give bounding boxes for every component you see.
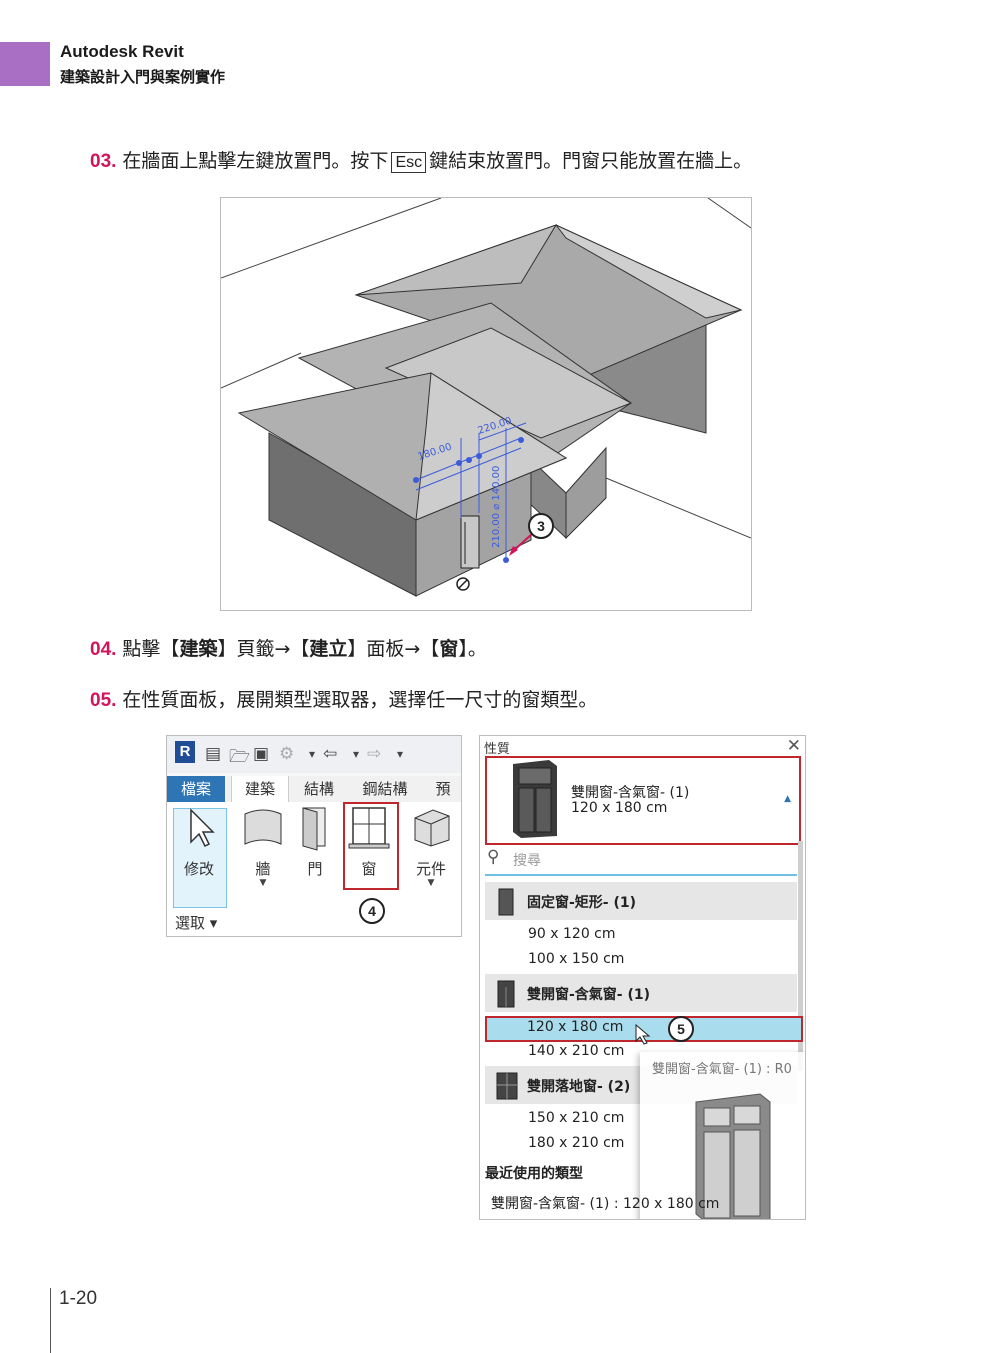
component-icon (414, 809, 450, 847)
tab-architecture[interactable]: 建築 (231, 776, 289, 802)
dropdown-caret-icon[interactable]: ▾ (309, 747, 316, 761)
wall-label: 牆 (255, 860, 271, 878)
door-icon (302, 807, 326, 851)
type-option[interactable]: 90 x 120 cm (528, 926, 616, 942)
cursor-arrow-icon (190, 808, 215, 848)
tab-structure[interactable]: 結構 (303, 780, 334, 798)
fixed-window-icon (498, 888, 514, 916)
dimension-label-height: 210.00 ⌀ 140.00 (491, 466, 502, 548)
family-name: 雙開落地窗- (2) (527, 1079, 631, 1095)
step-05: 05.在性質面板，展開類型選取器，選擇任一尺寸的窗類型。 (90, 685, 597, 712)
modify-label: 修改 (183, 860, 214, 878)
type-selector[interactable]: 雙開窗-含氣窗- (1) 120 x 180 cm ▲ (485, 756, 801, 845)
family-header: 雙開窗-含氣窗- (1) (485, 974, 797, 1012)
properties-palette: 性質 ✕ 雙開窗-含氣窗- (1) 120 x 180 cm ▲ ⚲ 搜尋 固定… (479, 735, 806, 1220)
window-icon (348, 807, 390, 849)
callout-5: 5 (668, 1016, 694, 1042)
redo-icon[interactable]: ⇨ (367, 744, 382, 764)
house-3d-view: 180.00 220.00 210.00 ⌀ 140.00 3 (220, 197, 752, 611)
type-preview-tooltip: 雙開窗-含氣窗- (1) : R0 (640, 1052, 805, 1219)
current-type-size: 120 x 180 cm (571, 800, 668, 816)
window-preview-icon (695, 1093, 771, 1219)
step-text: 在性質面板，展開類型選取器，選擇任一尺寸的窗類型。 (122, 689, 598, 711)
family-header: 固定窗-矩形- (1) (485, 882, 797, 920)
page-number: 1-20 (59, 1288, 98, 1309)
wall-icon (244, 809, 282, 845)
window-label: 窗 (361, 860, 377, 878)
dropdown-caret-icon[interactable]: ▾ (353, 747, 360, 761)
properties-title: 性質 (484, 742, 511, 757)
french-window-icon (496, 1072, 518, 1100)
dropdown-caret-icon: ▼ (259, 878, 267, 888)
type-search-field[interactable]: ⚲ 搜尋 (485, 846, 797, 876)
window-button[interactable]: 窗 (343, 802, 395, 892)
callout-4: 4 (359, 898, 385, 924)
tooltip-title: 雙開窗-含氣窗- (1) : R0 (652, 1062, 792, 1077)
undo-icon[interactable]: ⇦ (323, 744, 338, 764)
window-tool-ref: 窗 (439, 638, 459, 660)
quick-access-toolbar: R ▤ 🗁 ▣ ⚙ ▾ ⇦ ▾ ⇨ ▾ (167, 736, 461, 773)
tab-precast[interactable]: 預 (435, 780, 451, 798)
recent-type-option[interactable]: 雙開窗-含氣窗- (1) : 120 x 180 cm (491, 1196, 720, 1212)
collapse-arrow-icon[interactable]: ▲ (784, 794, 791, 804)
tab-file[interactable]: 檔案 (167, 776, 225, 802)
build-panel-ref: 建立 (309, 638, 348, 660)
book-title-chinese: 建築設計入門與案例實作 (60, 68, 226, 86)
step-text: 】。 (458, 638, 487, 660)
step-text: 在牆面上點擊左鍵放置門。按下 (122, 150, 389, 172)
info-center-icon[interactable]: ▤ (205, 744, 222, 764)
save-icon[interactable]: ▣ (253, 744, 270, 764)
scrollbar[interactable] (798, 841, 803, 1071)
step-number: 03. (90, 151, 117, 172)
sync-icon[interactable]: ⚙ (279, 744, 295, 764)
modify-button[interactable]: 修改 (173, 802, 225, 902)
book-title-english: Autodesk Revit (60, 42, 184, 61)
esc-key: Esc (391, 152, 427, 173)
recent-types-header: 最近使用的類型 (485, 1166, 583, 1182)
ribbon-tabs: 檔案 建築 結構 鋼結構 預 (167, 776, 461, 802)
step-number: 04. (90, 639, 117, 660)
door-label: 門 (307, 860, 323, 878)
tab-steel[interactable]: 鋼結構 (362, 780, 408, 798)
type-option[interactable]: 180 x 210 cm (528, 1135, 625, 1151)
chapter-color-tab (0, 42, 50, 86)
select-panel-dropdown[interactable]: 選取 ▾ (175, 914, 218, 932)
family-name: 固定窗-矩形- (1) (527, 895, 637, 911)
step-04: 04.點擊【建築】頁籤→【建立】面板→【窗】。 (90, 634, 487, 661)
component-button[interactable]: 元件 ▼ (403, 802, 459, 892)
open-folder-icon[interactable]: 🗁 (229, 747, 251, 767)
step-text: 】面板→【 (347, 638, 440, 660)
step-text: 鍵結束放置門。門窗只能放置在牆上。 (429, 150, 753, 172)
type-option[interactable]: 140 x 210 cm (528, 1043, 625, 1059)
casement-window-icon (497, 980, 515, 1008)
callout-3: 3 (537, 518, 545, 534)
door-button[interactable]: 門 (289, 802, 341, 892)
revit-ribbon: R ▤ 🗁 ▣ ⚙ ▾ ⇦ ▾ ⇨ ▾ 檔案 建築 結構 鋼結構 預 修改 牆 … (166, 735, 462, 937)
mouse-pointer-icon (635, 1023, 651, 1045)
component-label: 元件 (415, 860, 446, 878)
search-placeholder: 搜尋 (513, 853, 541, 869)
dropdown-caret-icon: ▼ (427, 878, 435, 888)
build-panel: 修改 牆 ▼ 門 窗 元件 ▼ 選取 ▾ 4 (167, 802, 461, 936)
architecture-tab-ref: 建築 (179, 638, 218, 660)
step-number: 05. (90, 690, 117, 711)
page-divider (50, 1288, 51, 1353)
dropdown-caret-icon[interactable]: ▾ (397, 747, 404, 761)
wall-button[interactable]: 牆 ▼ (237, 802, 289, 892)
revit-logo-button[interactable]: R (175, 741, 195, 763)
window-type-preview-icon (513, 760, 557, 838)
search-icon: ⚲ (487, 847, 500, 867)
family-name: 雙開窗-含氣窗- (1) (527, 987, 651, 1003)
type-option[interactable]: 100 x 150 cm (528, 951, 625, 967)
step-text: 點擊【 (122, 638, 180, 660)
window-tool-highlight (343, 802, 399, 890)
current-type-name: 雙開窗-含氣窗- (1) (571, 785, 690, 801)
selected-type-label: 120 x 180 cm (527, 1019, 624, 1035)
close-icon[interactable]: ✕ (786, 736, 801, 756)
house-illustration: 180.00 220.00 210.00 ⌀ 140.00 3 (220, 197, 752, 597)
type-option[interactable]: 150 x 210 cm (528, 1110, 625, 1126)
step-text: 】頁籤→【 (217, 638, 310, 660)
modify-tool-highlight (173, 808, 227, 908)
